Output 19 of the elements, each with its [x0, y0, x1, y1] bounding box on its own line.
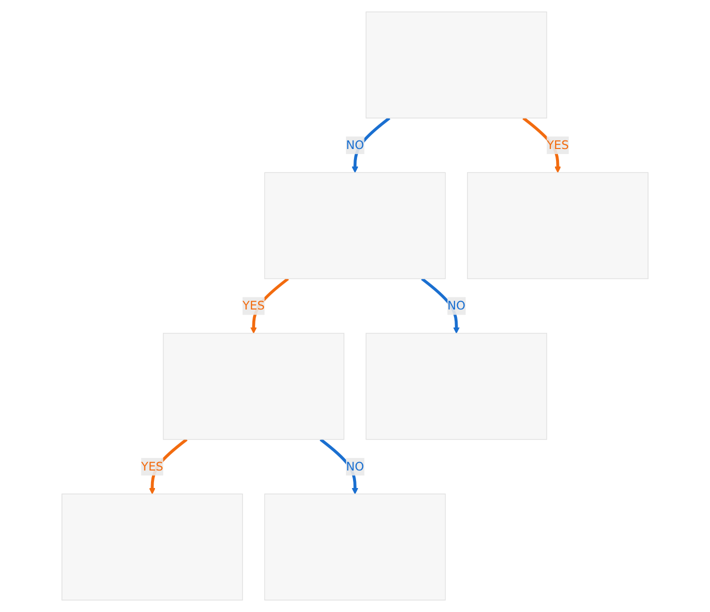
arrow — [320, 438, 358, 494]
node-box — [264, 172, 446, 280]
arrow — [148, 438, 188, 494]
arrow — [522, 116, 562, 173]
node-box — [366, 12, 548, 118]
node-box — [467, 172, 648, 280]
edge-label: YES — [546, 138, 569, 152]
node-box — [264, 494, 446, 600]
edge-label: NO — [346, 459, 364, 474]
edge-label: YES — [242, 298, 265, 313]
arrow — [421, 278, 460, 334]
node-box — [162, 332, 344, 440]
node-box — [62, 494, 243, 600]
arrow — [250, 278, 289, 334]
node-box — [366, 332, 548, 440]
arrow — [352, 116, 390, 173]
edge-label: NO — [447, 298, 466, 313]
edge-label: NO — [346, 138, 364, 152]
edge-label: YES — [141, 459, 164, 474]
